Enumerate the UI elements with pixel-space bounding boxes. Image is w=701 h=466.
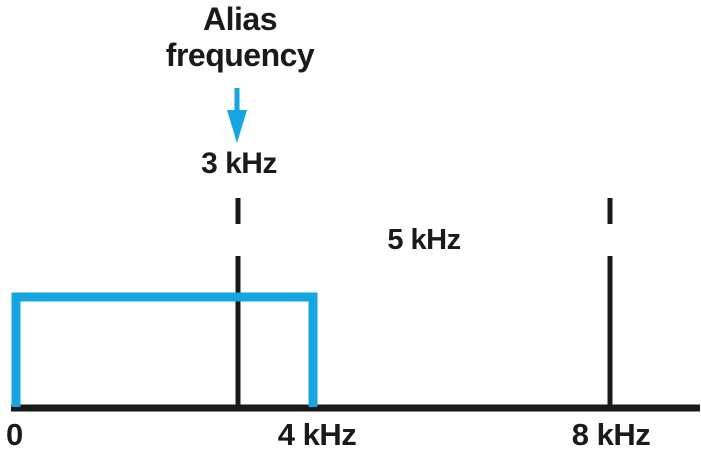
- alias-frequency-title-line2: frequency: [165, 37, 315, 73]
- passband-rectangle: [11, 292, 318, 407]
- x-tick-label-mid: 4 kHz: [277, 417, 357, 452]
- alias-frequency-value-label: 3 kHz: [201, 147, 277, 180]
- x-tick-label-end: 8 kHz: [571, 417, 651, 452]
- x-tick-label-origin: 0: [6, 417, 23, 452]
- span-measure-label: 5 kHz: [0, 224, 701, 256]
- alias-frequency-title-line1: Alias: [203, 1, 277, 37]
- alias-callout-arrow-icon: [227, 88, 247, 143]
- span-measure-label-text: 5 kHz: [377, 224, 471, 256]
